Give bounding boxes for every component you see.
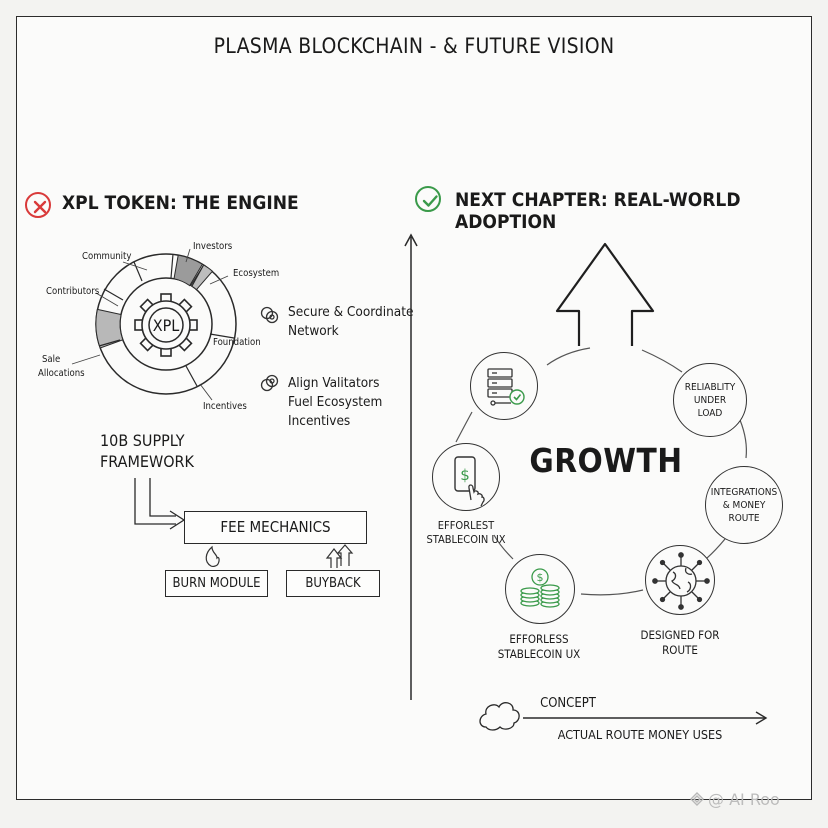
ring-label-sale: Sale <box>42 354 61 365</box>
leader-line <box>122 261 148 271</box>
integrations-node <box>705 466 783 544</box>
ring-label-allocations: Allocations <box>38 368 85 379</box>
coins-caption: EFFORLESS STABLECOIN UX <box>497 632 581 661</box>
leader-line <box>209 275 229 285</box>
coins-icon <box>260 374 279 392</box>
supply-framework-label: 10B SUPPLY FRAMEWORK <box>100 431 194 471</box>
growth-arrow-icon <box>325 544 354 568</box>
vertical-axis-arrow <box>404 233 418 700</box>
leader-line <box>199 383 213 401</box>
note-secure: Secure & Coordinate Network <box>288 304 414 339</box>
svg-text:$: $ <box>460 466 470 484</box>
growth-label: GROWTH <box>529 441 683 480</box>
ring-divider <box>170 253 174 279</box>
phone-node: $ <box>432 443 500 511</box>
integrations-label: INTEGRATIONS & MONEY ROUTE <box>710 486 778 524</box>
ring-segment-investors <box>173 254 204 287</box>
phone-tap-icon: $ <box>454 456 485 507</box>
stablecoin-stack-icon: $ <box>520 568 560 608</box>
ring-label-community: Community <box>82 251 132 262</box>
reliability-node <box>673 363 747 437</box>
ring-divider <box>191 265 204 287</box>
left-section-heading: XPL TOKEN: THE ENGINE <box>62 192 299 214</box>
ring-label-investors: Investors <box>193 241 233 252</box>
ring-divider <box>103 288 124 301</box>
burn-module-box: BURN MODULE <box>165 570 268 597</box>
ring-divider <box>185 365 198 387</box>
buyback-box: BUYBACK <box>286 570 380 597</box>
globe-node <box>645 545 715 615</box>
ring-label-foundation: Foundation <box>213 337 261 348</box>
gear-label: XPL <box>153 316 180 335</box>
phone-caption: EFFORLEST STABLECOIN UX <box>426 519 506 546</box>
svg-text:$: $ <box>537 571 544 584</box>
gear-icon <box>134 293 198 357</box>
concept-arrow <box>523 711 768 725</box>
ring-label-incentives: Incentives <box>203 401 247 412</box>
leader-line <box>185 248 191 263</box>
check-circle-icon <box>415 186 441 212</box>
globe-caption: DESIGNED FOR ROUTE <box>640 628 720 657</box>
leader-line <box>71 354 101 365</box>
thought-cloud-icon <box>479 702 520 731</box>
server-node <box>470 352 538 420</box>
server-check-icon <box>487 368 525 406</box>
cross-circle-icon <box>25 192 51 218</box>
big-up-arrow <box>555 242 655 346</box>
watermark-text: @ AI Roo <box>708 790 780 809</box>
ring-label-contributors: Contributors <box>46 286 100 297</box>
right-section-heading: NEXT CHAPTER: REAL-WORLD ADOPTION <box>455 189 741 233</box>
diagram-title: PLASMA BLOCKCHAIN - & FUTURE VISION <box>213 34 615 58</box>
note-align: Align Valitators Fuel Ecosystem Incentiv… <box>288 375 383 429</box>
ring-label-ecosystem: Ecosystem <box>233 268 280 279</box>
ring-divider <box>98 339 121 347</box>
ring-segment-sale <box>95 308 124 349</box>
leader-line <box>95 292 119 307</box>
ring-segment-ecosystem <box>190 264 214 291</box>
globe-network-icon <box>652 552 710 610</box>
reliability-label: RELIABLITY UNDER LOAD <box>684 381 736 419</box>
coins-node: $ <box>505 554 575 624</box>
fire-icon <box>205 545 220 567</box>
ring-divider <box>209 333 235 339</box>
concept-label: CONCEPT <box>540 696 596 711</box>
coins-icon <box>260 306 279 324</box>
actual-route-label: ACTUAL ROUTE MONEY USES <box>557 727 723 742</box>
ring-divider <box>133 261 143 282</box>
watermark-logo-icon <box>690 792 704 806</box>
fee-mechanics-box: FEE MECHANICS <box>184 511 367 544</box>
